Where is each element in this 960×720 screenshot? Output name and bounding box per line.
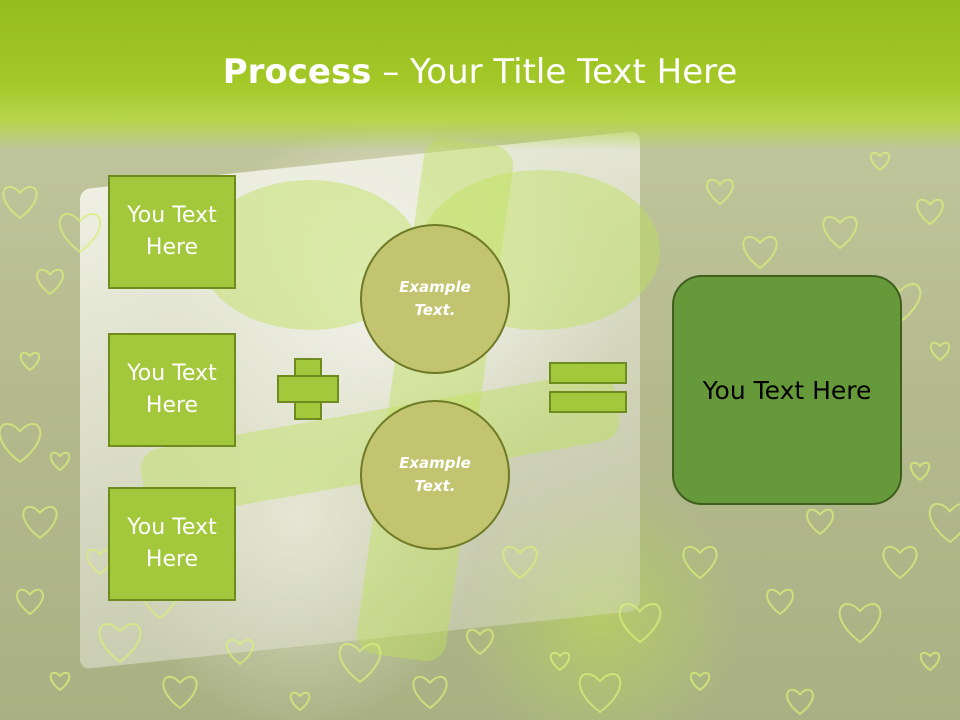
title-rest: – Your Title Text Here [371, 52, 738, 92]
heart-decoration [916, 198, 944, 226]
result-box[interactable]: You Text Here [672, 275, 902, 505]
heart-decoration [2, 186, 38, 220]
text-box-label: You Text Here [127, 515, 217, 572]
heart-decoration [49, 451, 71, 472]
heart-decoration [0, 422, 42, 464]
heart-decoration [682, 546, 718, 580]
equals-icon-bottom-bar [549, 391, 627, 413]
text-box-3[interactable]: You Text Here [108, 487, 236, 601]
heart-decoration [19, 351, 41, 372]
heart-decoration [822, 216, 858, 250]
heart-decoration [412, 676, 448, 710]
heart-decoration [882, 546, 918, 580]
heart-decoration [706, 178, 734, 206]
example-circle-1[interactable]: Example Text. [360, 224, 510, 374]
heart-decoration [578, 672, 622, 714]
heart-decoration [766, 588, 794, 616]
heart-decoration [226, 638, 254, 666]
heart-decoration [689, 671, 711, 692]
page-title: Process – Your Title Text Here [0, 52, 960, 92]
heart-decoration [806, 508, 834, 536]
text-box-label: You Text Here [127, 203, 217, 260]
title-band [0, 0, 960, 150]
circle-label: Example Text. [399, 278, 471, 319]
heart-decoration [289, 691, 311, 712]
text-box-1[interactable]: You Text Here [108, 175, 236, 289]
heart-decoration [98, 622, 142, 664]
heart-decoration [786, 688, 814, 716]
heart-decoration [58, 212, 102, 254]
heart-decoration [22, 506, 58, 540]
heart-decoration [869, 151, 891, 172]
heart-decoration [36, 268, 64, 296]
heart-decoration [49, 671, 71, 692]
heart-decoration [466, 628, 494, 656]
heart-decoration [16, 588, 44, 616]
equals-icon-top-bar [549, 362, 627, 384]
heart-decoration [919, 651, 941, 672]
heart-decoration [929, 341, 951, 362]
heart-decoration [338, 642, 382, 684]
plus-icon-center [296, 377, 320, 401]
title-bold: Process [222, 52, 372, 92]
heart-decoration [909, 461, 931, 482]
example-circle-2[interactable]: Example Text. [360, 400, 510, 550]
heart-decoration [162, 676, 198, 710]
heart-decoration [928, 502, 960, 544]
heart-decoration [618, 602, 662, 644]
circle-label: Example Text. [399, 454, 471, 495]
heart-decoration [502, 546, 538, 580]
text-box-label: You Text Here [127, 361, 217, 418]
heart-decoration [742, 236, 778, 270]
heart-decoration [838, 602, 882, 644]
heart-decoration [549, 651, 571, 672]
result-label: You Text Here [702, 375, 872, 405]
text-box-2[interactable]: You Text Here [108, 333, 236, 447]
